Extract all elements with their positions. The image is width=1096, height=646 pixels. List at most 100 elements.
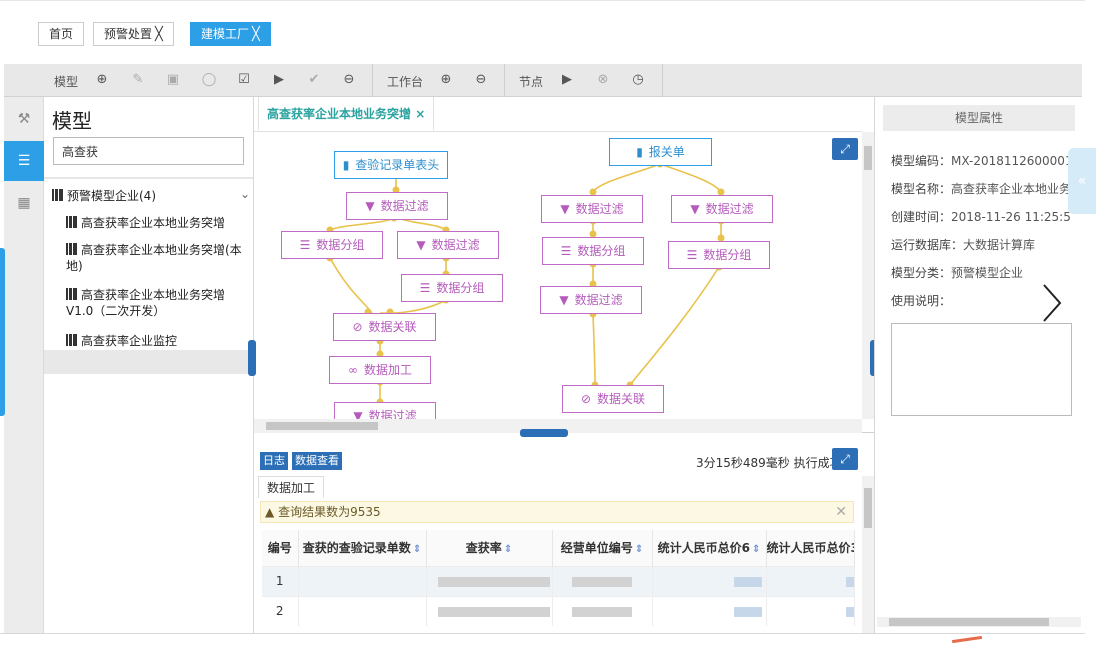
left-edge-handle[interactable] xyxy=(0,248,5,416)
close-icon[interactable]: ╳ xyxy=(252,27,260,42)
confirm-icon[interactable]: ✔ xyxy=(308,72,320,87)
paperclip-icon: ⊘ xyxy=(352,320,363,334)
tab-home-label: 首页 xyxy=(49,27,74,41)
node-filter[interactable]: ▼数据过滤 xyxy=(540,286,642,314)
data-view-button[interactable]: 数据查看 xyxy=(292,452,342,470)
sort-icon[interactable]: ⇕ xyxy=(412,544,422,556)
subtab-data-process[interactable]: 数据加工 xyxy=(258,476,325,498)
log-button[interactable]: 日志 xyxy=(260,452,288,470)
results-vertical-scrollbar[interactable] xyxy=(862,476,874,633)
node-filter[interactable]: ▼数据过滤 xyxy=(346,192,448,220)
sort-icon[interactable]: ⇕ xyxy=(503,544,513,556)
edit-icon[interactable]: ✎ xyxy=(132,72,144,87)
redacted-cell xyxy=(426,565,553,596)
workflow-canvas[interactable]: 高查获率企业本地业务突增 × xyxy=(254,97,874,437)
node-run-icon[interactable]: ▶ xyxy=(562,72,572,87)
side-collapse-tab[interactable]: « xyxy=(1068,148,1096,214)
node-group[interactable]: ☰数据分组 xyxy=(401,274,503,302)
list-icon: ☰ xyxy=(299,238,311,252)
column-header[interactable]: 编号 xyxy=(262,530,299,566)
calendar-icon[interactable]: ▦ xyxy=(17,195,31,211)
node-join[interactable]: ⊘数据关联 xyxy=(333,313,436,341)
node-filter[interactable]: ▼数据过滤 xyxy=(541,195,643,223)
search-input[interactable] xyxy=(53,137,244,165)
sort-icon[interactable]: ⇕ xyxy=(634,544,644,556)
clock-icon[interactable]: ◷ xyxy=(632,72,644,87)
canvas-horizontal-scrollbar[interactable] xyxy=(254,419,862,433)
node-group[interactable]: ☰数据分组 xyxy=(542,237,644,265)
column-header[interactable]: 经营单位编号⇕ xyxy=(552,530,653,566)
close-icon[interactable]: ✕ xyxy=(835,504,847,520)
add-icon[interactable]: ⊕ xyxy=(96,72,108,87)
tree-item[interactable]: 高查获率企业本地业务突增(本地) xyxy=(66,243,242,273)
panel-title: 模型 xyxy=(52,109,92,133)
remove-icon[interactable]: ⊖ xyxy=(343,72,355,87)
top-tab-bar: 首页 预警处置╳ 建模工厂╳ xyxy=(0,0,1085,64)
check-icon[interactable]: ☑ xyxy=(238,72,250,87)
expand-canvas-button[interactable]: ⤢ xyxy=(832,138,858,160)
tree-item[interactable]: 高查获率企业本地业务突增V1.0（二次开发） xyxy=(66,288,226,318)
node-filter[interactable]: ▼数据过滤 xyxy=(334,402,436,419)
filter-icon: ▼ xyxy=(416,238,426,252)
table-row[interactable]: 2 xyxy=(262,595,855,626)
prop-created-time: 创建时间：2018-11-26 11:25:56 xyxy=(891,210,1071,224)
close-icon[interactable]: ╳ xyxy=(155,27,163,42)
wrench-icon[interactable]: ⚒ xyxy=(17,111,31,127)
tab-warning[interactable]: 预警处置╳ xyxy=(93,22,174,46)
tab-home[interactable]: 首页 xyxy=(38,22,85,46)
stop-icon[interactable]: ◯ xyxy=(201,72,217,87)
node-group[interactable]: ☰数据分组 xyxy=(668,241,770,269)
properties-horizontal-scrollbar[interactable] xyxy=(877,617,1081,627)
node-filter[interactable]: ▼数据过滤 xyxy=(671,195,773,223)
list-icon: ☰ xyxy=(419,281,431,295)
prop-model-category: 模型分类：预警模型企业 xyxy=(891,266,1024,280)
zoom-out-icon[interactable]: ⊖ xyxy=(475,72,487,87)
node-join[interactable]: ⊘数据关联 xyxy=(562,385,664,413)
filter-icon: ▼ xyxy=(690,202,700,216)
selected-row-highlight xyxy=(44,350,253,374)
filter-icon: ▼ xyxy=(559,293,569,307)
tree-group-warning-models[interactable]: 预警模型企业(4) ⌄ xyxy=(52,187,250,205)
node-cancel-icon[interactable]: ⊗ xyxy=(597,72,609,87)
tab-modeling-factory[interactable]: 建模工厂╳ xyxy=(190,22,271,46)
chevron-down-icon[interactable]: ⌄ xyxy=(239,187,250,201)
results-table: 编号 查获的查验记录单数⇕ 查获率⇕ 经营单位编号⇕ 统计人民币总价6⇕ 统计人… xyxy=(262,530,855,626)
node-filter[interactable]: ▼数据过滤 xyxy=(397,231,499,259)
node-group[interactable]: ☰数据分组 xyxy=(281,231,383,259)
tab-warning-label: 预警处置 xyxy=(104,27,153,41)
node-inspection-table[interactable]: ▮查验记录单表头 xyxy=(334,151,448,179)
redacted-cell xyxy=(652,595,767,626)
prop-usage-label: 使用说明： xyxy=(891,294,952,308)
usage-textarea[interactable] xyxy=(891,323,1072,416)
building-icon xyxy=(66,243,77,255)
redacted-cell xyxy=(426,595,553,626)
collapse-bottom-handle[interactable] xyxy=(520,429,568,437)
sort-icon[interactable]: ⇕ xyxy=(751,544,761,556)
table-row[interactable]: 1 xyxy=(262,565,855,596)
building-icon xyxy=(52,189,63,201)
canvas-tab[interactable]: 高查获率企业本地业务突增 × xyxy=(258,97,435,131)
column-header[interactable]: 统计人民币总价3 xyxy=(766,530,855,566)
play-icon[interactable]: ▶ xyxy=(274,72,284,87)
toolbar-model-label: 模型 xyxy=(54,75,79,89)
node-process[interactable]: ∞数据加工 xyxy=(329,356,431,384)
execution-status: 3分15秒489毫秒 执行成功 xyxy=(696,456,842,470)
building-icon xyxy=(66,288,77,300)
column-header[interactable]: 查获的查验记录单数⇕ xyxy=(298,530,427,566)
column-header[interactable]: 查获率⇕ xyxy=(426,530,553,566)
tree-item[interactable]: 高查获率企业监控 xyxy=(66,333,246,349)
close-icon[interactable]: × xyxy=(415,107,426,121)
node-customs-declaration[interactable]: ▮报关单 xyxy=(609,138,712,166)
column-header[interactable]: 统计人民币总价6⇕ xyxy=(652,530,767,566)
chevron-right-icon[interactable] xyxy=(1038,282,1066,324)
list-icon[interactable]: ☰ xyxy=(4,141,44,181)
tab-modeling-label: 建模工厂 xyxy=(201,27,250,41)
expand-results-button[interactable]: ⤢ xyxy=(832,448,858,470)
left-icon-strip: ⚒ ☰ ▦ xyxy=(4,97,44,633)
save-icon[interactable]: ▣ xyxy=(166,72,180,87)
filter-icon: ▼ xyxy=(560,202,570,216)
collapse-left-handle[interactable] xyxy=(248,340,256,376)
zoom-in-icon[interactable]: ⊕ xyxy=(440,72,452,87)
tree-item[interactable]: 高查获率企业本地业务突增 xyxy=(66,215,246,231)
